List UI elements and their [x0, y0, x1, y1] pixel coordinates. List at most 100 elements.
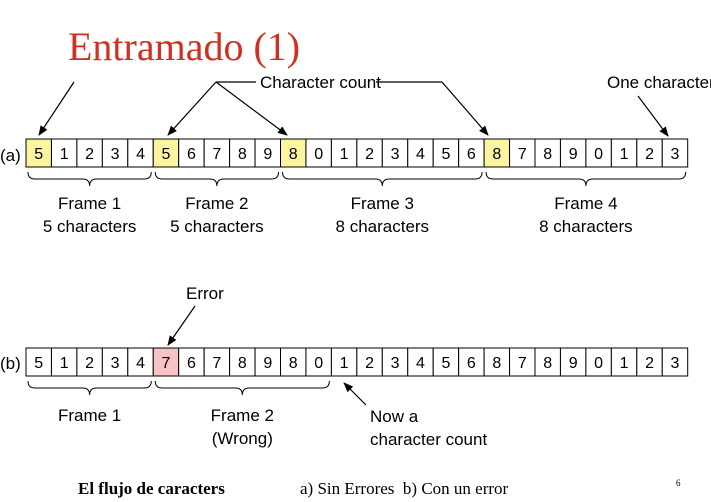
- b-frame-brace-2: [154, 380, 330, 396]
- b-cell-text-8: 8: [238, 355, 247, 372]
- a-cell-text-15: 4: [416, 146, 425, 163]
- a-frame-name-4: Frame 4: [554, 194, 617, 213]
- a-cell-text-21: 9: [569, 146, 578, 163]
- a-frame-brace-3: [282, 171, 483, 187]
- b-cell-text-3: 3: [111, 355, 120, 372]
- a-cell-text-1: 1: [60, 146, 69, 163]
- a-cell-text-4: 4: [136, 146, 145, 163]
- b-frame-name-2: Frame 2: [211, 406, 274, 425]
- a-cell-text-6: 6: [187, 146, 196, 163]
- row-label-a: (a): [0, 146, 21, 165]
- a-cell-text-10: 8: [289, 146, 298, 163]
- b-cell-text-18: 8: [492, 355, 501, 372]
- one-character-callout: One character: [607, 73, 711, 92]
- a-frame-brace-4: [485, 171, 687, 187]
- b-cell-20: [534, 347, 561, 377]
- page-number: 6: [676, 478, 681, 488]
- a-cell-text-23: 1: [620, 146, 629, 163]
- a-cell-text-5: 5: [162, 146, 171, 163]
- arrow-to-cell-10: [215, 81, 288, 136]
- b-cell-0: [25, 347, 52, 377]
- a-cell-text-18: 8: [492, 146, 501, 163]
- a-cell-text-25: 3: [671, 146, 680, 163]
- row-label-b: (b): [0, 354, 21, 373]
- a-cell-4: [127, 138, 154, 168]
- b-cell-text-20: 8: [543, 355, 552, 372]
- a-cell-text-16: 5: [441, 146, 450, 163]
- a-cell-text-14: 3: [391, 146, 400, 163]
- a-cell-24: [636, 138, 663, 168]
- a-cell-19: [509, 138, 536, 168]
- a-cell-text-2: 2: [85, 146, 94, 163]
- a-frame-name-3: Frame 3: [351, 194, 414, 213]
- arrow-to-error-cell: [167, 305, 196, 346]
- b-cell-14: [381, 347, 409, 377]
- arrow-to-cell-5: [167, 81, 217, 136]
- a-frame-brace-2: [154, 171, 279, 187]
- arrow-to-new-count-cell: [343, 382, 367, 406]
- a-cell-8: [229, 138, 256, 168]
- b-cell-text-12: 1: [340, 355, 349, 372]
- b-cell-text-17: 6: [467, 355, 476, 372]
- b-cell-text-16: 5: [441, 355, 450, 372]
- a-cell-0: [25, 138, 52, 168]
- a-cell-2: [76, 138, 103, 168]
- b-frame-brace-1: [27, 380, 152, 396]
- now-count-callout-line2: character count: [370, 430, 487, 449]
- b-cell-23: [610, 347, 638, 377]
- a-cell-text-7: 7: [212, 146, 221, 163]
- b-cell-8: [229, 347, 256, 377]
- b-cell-text-13: 2: [365, 355, 374, 372]
- a-frame-size-2: 5 characters: [170, 217, 264, 236]
- a-cell-text-24: 2: [645, 146, 654, 163]
- b-cell-text-4: 4: [136, 355, 145, 372]
- b-cell-text-1: 1: [60, 355, 69, 372]
- a-cell-20: [534, 138, 561, 168]
- b-cell-text-0: 5: [34, 355, 43, 372]
- b-cell-24: [636, 347, 663, 377]
- a-cell-text-8: 8: [238, 146, 247, 163]
- b-cell-text-5: 7: [162, 355, 171, 372]
- b-cell-10: [280, 347, 307, 377]
- b-cell-text-2: 2: [85, 355, 94, 372]
- now-count-callout-line1: Now a: [370, 407, 419, 426]
- a-cell-16: [432, 138, 460, 168]
- b-cell-13: [356, 347, 383, 377]
- a-cell-13: [356, 138, 383, 168]
- a-cell-text-11: 0: [314, 146, 323, 163]
- b-cell-text-25: 3: [671, 355, 680, 372]
- b-cell-text-21: 9: [569, 355, 578, 372]
- a-cell-text-19: 7: [518, 146, 527, 163]
- b-cell-text-22: 0: [594, 355, 603, 372]
- a-cell-7: [203, 138, 231, 168]
- b-cell-text-7: 7: [212, 355, 221, 372]
- a-cell-1: [50, 138, 78, 168]
- a-cell-text-12: 1: [340, 146, 349, 163]
- a-cell-21: [559, 138, 587, 168]
- a-frame-size-1: 5 characters: [43, 217, 137, 236]
- b-cell-text-19: 7: [518, 355, 527, 372]
- b-cell-7: [203, 347, 231, 377]
- footer-description: a) Sin Errores b) Con un error: [300, 479, 509, 498]
- b-cell-text-10: 8: [289, 355, 298, 372]
- a-cell-18: [483, 138, 511, 168]
- a-cell-9: [254, 138, 282, 168]
- arrow-to-cell-0: [38, 81, 75, 136]
- b-cell-text-11: 0: [314, 355, 323, 372]
- arrow-to-last-cell: [637, 95, 669, 137]
- arrow-to-cell-18: [441, 81, 489, 136]
- a-frame-name-1: Frame 1: [58, 194, 121, 213]
- a-cell-5: [152, 138, 180, 168]
- a-cell-text-13: 2: [365, 146, 374, 163]
- b-cell-text-24: 2: [645, 355, 654, 372]
- b-cell-text-15: 4: [416, 355, 425, 372]
- b-cell-19: [509, 347, 536, 377]
- b-cell-9: [254, 347, 282, 377]
- a-cell-text-22: 0: [594, 146, 603, 163]
- b-cell-18: [483, 347, 511, 377]
- a-frame-size-3: 8 characters: [336, 217, 430, 236]
